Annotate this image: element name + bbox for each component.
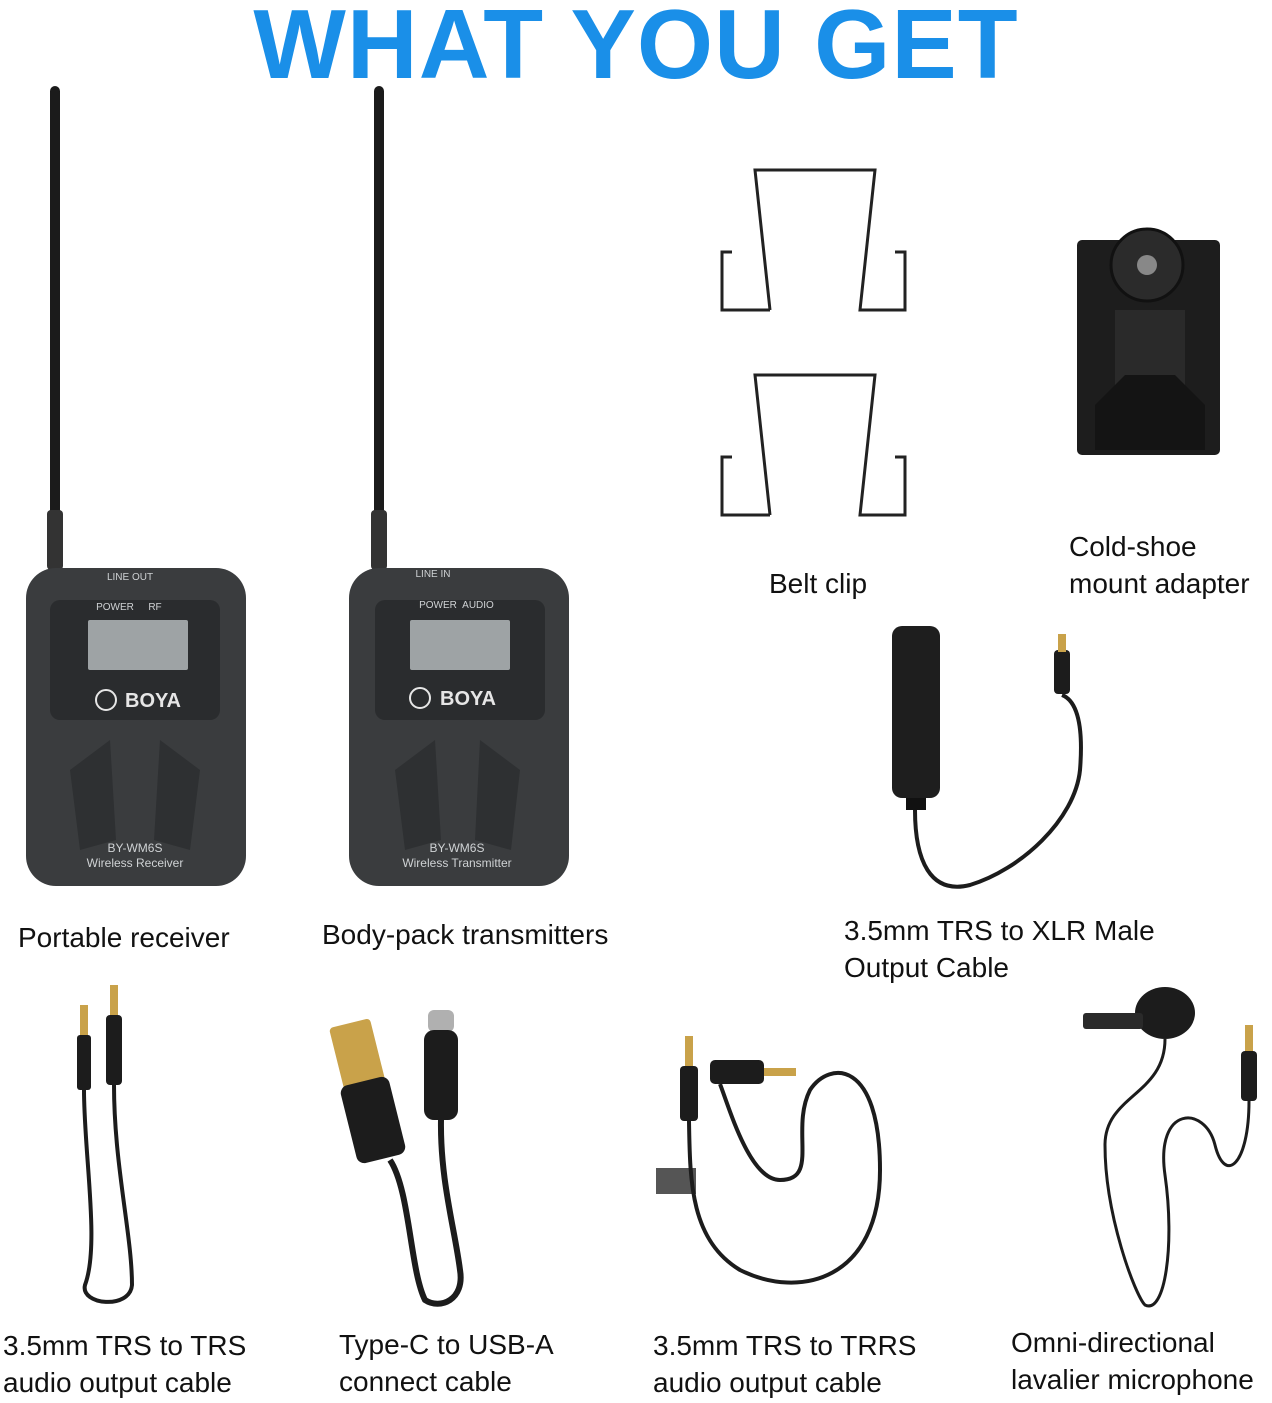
gold-plug-icon <box>1245 1025 1253 1051</box>
receiver-jack-label: LINE OUT <box>107 572 153 583</box>
mic-clip <box>1083 1013 1143 1029</box>
caption-line: mount adapter <box>1069 568 1250 599</box>
receiver-lcd <box>88 620 188 670</box>
transmitter-model: BY-WM6S <box>430 841 485 855</box>
boya-logo-icon <box>95 689 117 711</box>
receiver-led-label-rf: RF <box>148 602 161 613</box>
caption-line: audio output cable <box>3 1367 232 1398</box>
usb-cable-image <box>329 1010 464 1307</box>
transmitter-brand: BOYA <box>440 688 496 710</box>
cold-shoe-image <box>1077 227 1220 455</box>
receiver-image: LINE OUT POWER RF BOYA BY-WM6S Wireless … <box>26 86 246 886</box>
caption-line: Body-pack transmitters <box>322 919 609 950</box>
caption-usb-cable: Type-C to USB-A connect cable <box>339 1326 554 1400</box>
caption-line: Type-C to USB-A <box>339 1329 554 1360</box>
transmitter-antenna-connector <box>371 510 387 570</box>
belt-clip-image <box>720 168 907 517</box>
caption-transmitter: Body-pack transmitters <box>322 916 608 953</box>
receiver-type: Wireless Receiver <box>87 856 184 870</box>
receiver-led-label-power: POWER <box>96 602 134 613</box>
mic-head-icon <box>1135 987 1195 1039</box>
caption-trs-cable: 3.5mm TRS to TRS audio output cable <box>3 1327 246 1401</box>
page-title: WHAT YOU GET <box>253 0 1019 99</box>
lav-mic-image <box>1083 987 1257 1308</box>
caption-line: lavalier microphone <box>1011 1364 1254 1395</box>
caption-line: 3.5mm TRS to TRS <box>3 1330 247 1361</box>
boya-logo-icon <box>409 687 431 709</box>
caption-receiver: Portable receiver <box>18 919 230 956</box>
caption-cold-shoe: Cold-shoe mount adapter <box>1069 528 1250 602</box>
receiver-antenna <box>50 86 60 526</box>
receiver-model: BY-WM6S <box>108 841 163 855</box>
xlr-connector <box>892 626 940 798</box>
transmitter-type: Wireless Transmitter <box>402 856 511 870</box>
gold-plug-icon <box>80 1005 88 1035</box>
belt-clip-bottom <box>720 373 907 517</box>
gold-plug-icon <box>685 1036 693 1066</box>
caption-line: Belt clip <box>769 568 868 599</box>
caption-belt-clip: Belt clip <box>769 565 867 602</box>
caption-lav-mic: Omni-directional lavalier microphone <box>1011 1324 1254 1398</box>
caption-line: 3.5mm TRS to TRRS <box>653 1330 917 1361</box>
xlr-cable-image <box>892 626 1083 889</box>
caption-line: 3.5mm TRS to XLR Male <box>844 915 1155 946</box>
caption-trrs-cable: 3.5mm TRS to TRRS audio output cable <box>653 1327 916 1401</box>
transmitter-antenna <box>374 86 384 526</box>
transmitter-lcd <box>410 620 510 670</box>
screw-hole-icon <box>1137 255 1157 275</box>
usb-c-plug-icon <box>428 1010 454 1032</box>
transmitter-jack-label: LINE IN <box>415 569 450 580</box>
gold-plug-icon <box>110 985 118 1015</box>
belt-clip-top <box>720 168 907 312</box>
transmitter-led-label-audio: AUDIO <box>462 600 494 611</box>
caption-line: Portable receiver <box>18 922 230 953</box>
gold-plug-icon <box>1058 634 1066 652</box>
transmitter-image: LINE IN POWER AUDIO BOYA BY-WM6S Wireles… <box>349 86 569 886</box>
transmitter-led-label-power: POWER <box>419 600 457 611</box>
trrs-cable-image <box>656 1036 883 1285</box>
gold-plug-icon <box>760 1068 796 1076</box>
trs-cable-image <box>77 985 135 1304</box>
caption-xlr-cable: 3.5mm TRS to XLR Male Output Cable <box>844 912 1155 986</box>
caption-line: Omni-directional <box>1011 1327 1215 1358</box>
caption-line: connect cable <box>339 1366 512 1397</box>
receiver-antenna-connector <box>47 510 63 570</box>
caption-line: audio output cable <box>653 1367 882 1398</box>
receiver-brand: BOYA <box>125 690 181 712</box>
caption-line: Cold-shoe <box>1069 531 1197 562</box>
caption-line: Output Cable <box>844 952 1009 983</box>
